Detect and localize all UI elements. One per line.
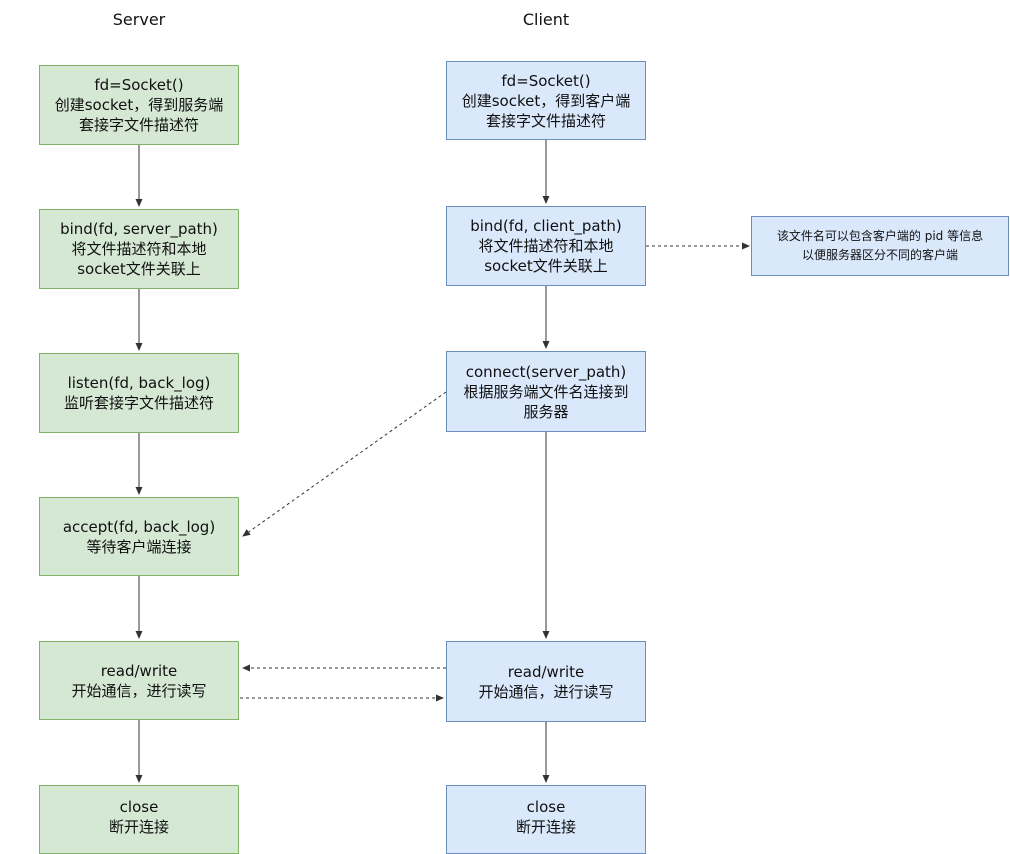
server-bind-box: bind(fd, server_path) 将文件描述符和本地 socket文件…: [39, 209, 239, 289]
server-close-line-1: close: [119, 797, 159, 816]
server-socket-box: fd=Socket() 创建socket，得到服务端 套接字文件描述符: [39, 65, 239, 145]
server-listen-box: listen(fd, back_log) 监听套接字文件描述符: [39, 353, 239, 433]
client-socket-line-3: 套接字文件描述符: [485, 111, 606, 130]
server-accept-box: accept(fd, back_log) 等待客户端连接: [39, 497, 239, 576]
server-socket-line-2: 创建socket，得到服务端: [54, 96, 224, 114]
server-listen-line-2: 监听套接字文件描述符: [63, 394, 214, 412]
client-bind-line-1: bind(fd, client_path): [470, 217, 622, 235]
client-rw-line-1: read/write: [507, 662, 585, 681]
client-bind-line-3: socket文件关联上: [484, 257, 608, 275]
client-bind-line-2: 将文件描述符和本地: [478, 237, 614, 255]
client-close-box: close 断开连接: [446, 785, 646, 854]
client-connect-box: connect(server_path) 根据服务端文件名连接到 服务器: [446, 351, 646, 432]
note-line-2: 以便服务器区分不同的客户端: [801, 248, 958, 262]
server-socket-line-3: 套接字文件描述符: [78, 116, 199, 134]
client-socket-line-2: 创建socket，得到客户端: [461, 91, 631, 110]
client-path-note: 该文件名可以包含客户端的 pid 等信息 以便服务器区分不同的客户端: [751, 216, 1009, 276]
server-listen-line-1: listen(fd, back_log): [67, 374, 211, 392]
client-socket-line-1: fd=Socket(): [501, 71, 591, 90]
server-read-write-box: read/write 开始通信，进行读写: [39, 641, 239, 720]
server-rw-line-1: read/write: [100, 661, 178, 680]
client-rw-line-2: 开始通信，进行读写: [478, 682, 614, 701]
server-bind-line-3: socket文件关联上: [77, 260, 201, 278]
client-close-line-2: 断开连接: [515, 817, 576, 836]
server-socket-line-1: fd=Socket(): [94, 76, 184, 94]
note-line-1: 该文件名可以包含客户端的 pid 等信息: [776, 229, 984, 243]
server-close-line-2: 断开连接: [108, 817, 169, 836]
client-socket-box: fd=Socket() 创建socket，得到客户端 套接字文件描述符: [446, 61, 646, 140]
client-connect-line-2: 根据服务端文件名连接到: [463, 382, 629, 401]
server-column-title: Server: [112, 10, 166, 29]
edge-connect-to-accept: [242, 391, 447, 537]
server-accept-line-1: accept(fd, back_log): [62, 517, 216, 536]
server-close-box: close 断开连接: [39, 785, 239, 854]
client-column-title: Client: [522, 10, 570, 29]
server-accept-line-2: 等待客户端连接: [86, 537, 192, 556]
server-bind-line-1: bind(fd, server_path): [60, 220, 218, 238]
server-rw-line-2: 开始通信，进行读写: [71, 681, 207, 700]
client-bind-box: bind(fd, client_path) 将文件描述符和本地 socket文件…: [446, 206, 646, 286]
client-connect-line-1: connect(server_path): [465, 362, 627, 381]
client-connect-line-3: 服务器: [523, 402, 569, 421]
client-read-write-box: read/write 开始通信，进行读写: [446, 641, 646, 722]
server-bind-line-2: 将文件描述符和本地: [71, 240, 207, 258]
client-close-line-1: close: [526, 797, 566, 816]
